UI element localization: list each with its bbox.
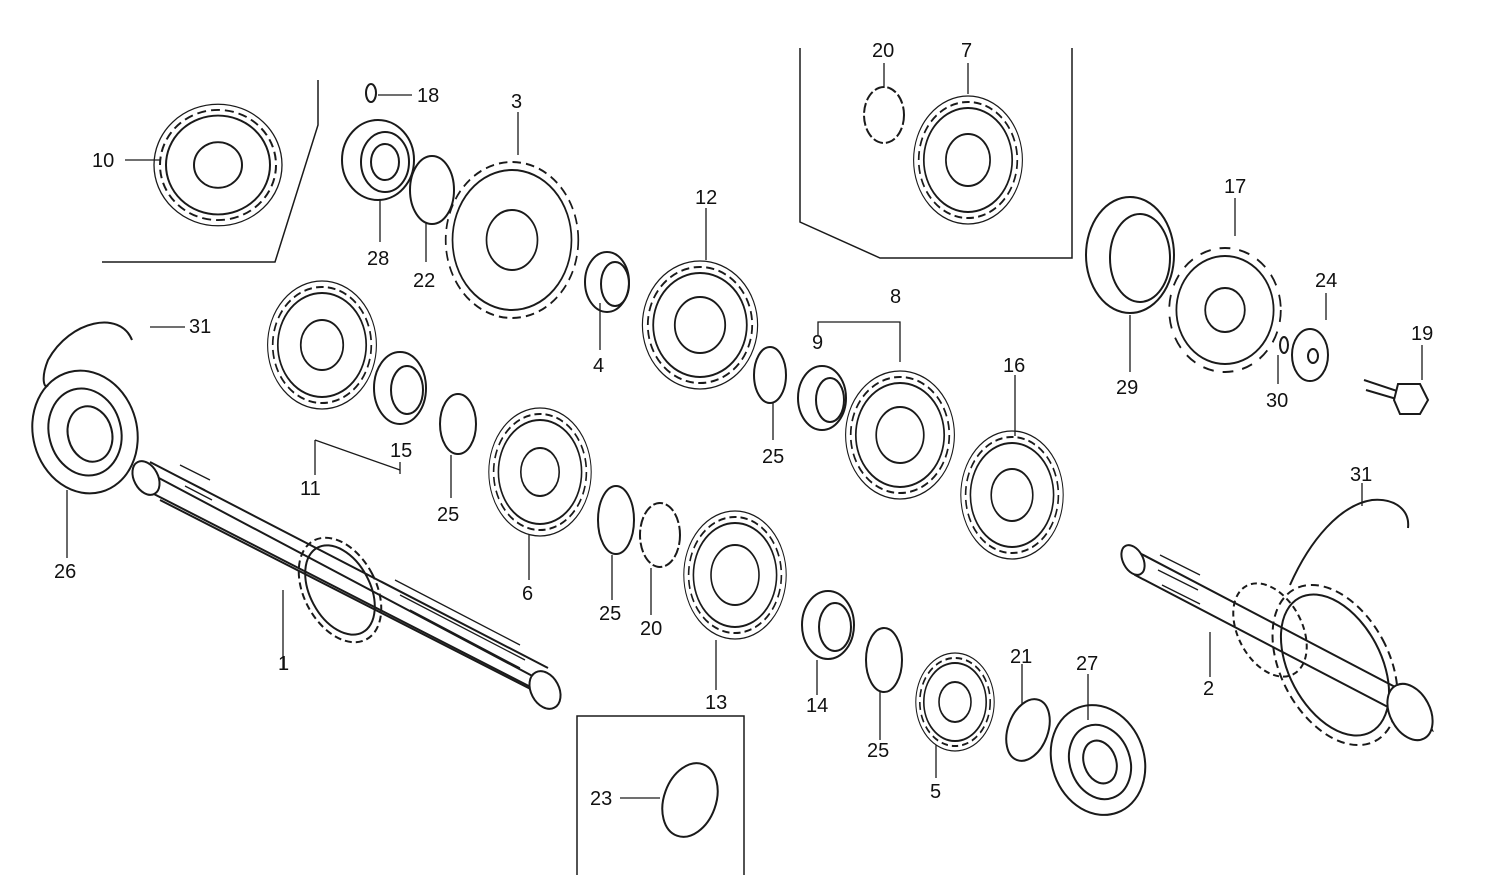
label-part-20-top: 20 [872,40,894,62]
label-part-26: 26 [54,561,76,583]
bushing-4 [584,251,630,313]
countershaft [1120,544,1434,747]
label-part-17: 17 [1224,176,1246,198]
callout-labels: 10 18 3 28 22 20 7 17 12 31 4 8 9 24 19 … [54,40,1433,810]
frame-part-23 [576,715,745,875]
sprocket-17 [1168,247,1282,373]
mainshaft [131,460,562,710]
gear-16 [959,430,1065,560]
bushing-14 [801,590,855,660]
washer-22 [409,155,455,225]
washer-20-top [863,86,905,144]
gear-12 [641,260,759,390]
oring-18 [365,83,377,103]
label-part-25-a: 25 [437,504,459,526]
gear-5 [914,652,996,752]
circlip-25-a [439,393,477,455]
circlip-25-d [865,627,903,693]
label-part-19: 19 [1411,323,1433,345]
gear-8 [844,370,956,500]
label-part-21: 21 [1010,646,1032,668]
gear-13 [682,510,788,640]
label-part-11: 11 [300,478,321,500]
oring-30 [1279,336,1289,354]
label-part-18: 18 [417,85,439,107]
bushing-15 [373,351,427,425]
label-part-8: 8 [890,286,901,308]
label-part-7: 7 [961,40,972,62]
label-part-23: 23 [590,788,612,810]
label-part-29: 29 [1116,377,1138,399]
label-part-13: 13 [705,692,727,714]
gear-6 [487,407,593,537]
label-part-25-d: 25 [867,740,889,762]
label-part-5: 5 [930,781,941,803]
oil-seal-29 [1085,196,1175,314]
label-part-24: 24 [1315,270,1337,292]
label-part-1: 1 [278,653,289,675]
circlip-31-left [42,321,133,388]
circlip-25-b [597,485,635,555]
bolt-19 [1363,379,1430,415]
bearing-28 [341,119,415,201]
bushing-9 [797,365,847,431]
washer-21 [1005,698,1051,762]
circlip-31-right [1289,498,1410,586]
bearing-26 [31,369,139,495]
washer-20-bottom [639,502,681,568]
label-part-14: 14 [806,695,828,717]
label-part-25-c: 25 [762,446,784,468]
label-part-3: 3 [511,91,522,113]
label-part-12: 12 [695,187,717,209]
label-part-30: 30 [1266,390,1288,412]
gear-10 [153,103,283,227]
gear-7 [912,95,1024,225]
frame-part-10 [102,80,319,263]
label-part-25-b: 25 [599,603,621,625]
label-part-2: 2 [1203,678,1214,700]
label-part-16: 16 [1003,355,1025,377]
gear-3 [444,161,580,319]
circlip-25-c [753,346,787,404]
frame-parts-7-20 [799,48,1073,259]
label-part-15: 15 [390,440,412,462]
gear-11 [266,280,378,410]
label-part-31-right: 31 [1350,464,1372,486]
label-part-31-left: 31 [189,316,211,338]
washer-23 [661,762,719,838]
label-part-10: 10 [92,150,114,172]
label-part-27: 27 [1076,653,1098,675]
label-part-4: 4 [593,355,604,377]
washer-24 [1291,328,1329,382]
label-part-20-bottom: 20 [640,618,662,640]
label-part-22: 22 [413,270,435,292]
bearing-27 [1049,704,1147,816]
label-part-9: 9 [812,332,823,354]
leader-lines [66,63,1423,799]
label-part-6: 6 [522,583,533,605]
label-part-28: 28 [367,248,389,270]
